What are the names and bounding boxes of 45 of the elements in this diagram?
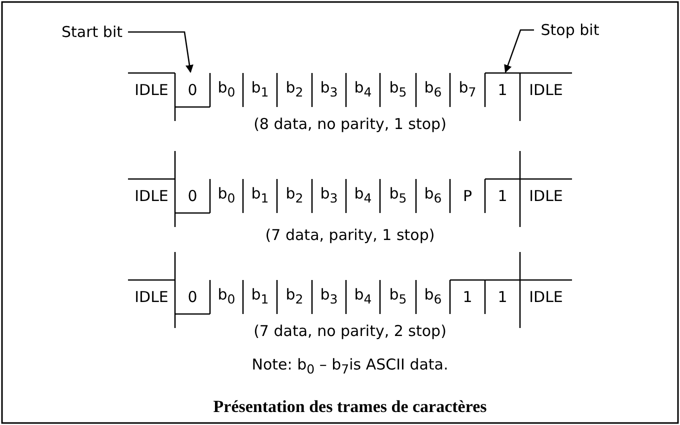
figure-caption: Présentation des trames de caractères [213, 398, 487, 416]
callout-text: Stop bit [540, 21, 600, 39]
idle-state-label: IDLE [134, 187, 168, 205]
idle-state-label: IDLE [529, 288, 563, 306]
bit-label: b$_{5}$ [389, 286, 407, 308]
bit-label: b$_{4}$ [354, 286, 372, 308]
idle-state-label: IDLE [529, 81, 563, 99]
leader-line [128, 31, 194, 73]
stop-bit-value: 1 [498, 81, 508, 99]
bit-label: b$_{6}$ [424, 184, 442, 208]
bit-label: b$_{7}$ [458, 78, 476, 102]
frame-format-caption: (7 data, no parity, 2 stop) [254, 322, 446, 340]
bit-label: 0 [188, 187, 198, 205]
bit-label: b$_{0}$ [218, 78, 236, 102]
bit-label: b$_{4}$ [354, 78, 372, 102]
bit-label: b$_{4}$ [354, 184, 372, 208]
note-text: Note: b$_{0}$ – b$_{7}$is ASCII data. [252, 356, 448, 378]
bit-label: b$_{2}$ [286, 184, 304, 208]
bit-label: b$_{0}$ [218, 286, 236, 308]
bit-label: b$_{2}$ [286, 78, 304, 102]
frame-format-caption: (8 data, no parity, 1 stop) [254, 115, 446, 133]
bit-label: b$_{1}$ [251, 184, 269, 208]
bit-label: 1 [498, 187, 508, 205]
bit-label: b$_{1}$ [251, 286, 269, 308]
bit-label: b$_{2}$ [286, 286, 304, 308]
leader-line [504, 29, 534, 73]
bit-label: b$_{3}$ [320, 286, 338, 308]
bit-label: b$_{5}$ [389, 78, 407, 102]
idle-state-label: IDLE [134, 288, 168, 306]
bit-label: 1 [462, 288, 472, 306]
idle-state-label: IDLE [529, 187, 563, 205]
bit-label: b$_{5}$ [389, 184, 407, 208]
start-bit-value: 0 [188, 81, 198, 99]
bit-label: b$_{6}$ [424, 286, 442, 308]
bit-label: P [462, 187, 472, 205]
bit-label: 1 [498, 288, 508, 306]
frame-format-caption: (7 data, parity, 1 stop) [265, 226, 435, 244]
bit-label: b$_{1}$ [251, 78, 269, 102]
bit-label: b$_{6}$ [424, 78, 442, 102]
bit-label: b$_{0}$ [218, 184, 236, 208]
bit-label: b$_{3}$ [320, 78, 338, 102]
bit-label: b$_{3}$ [320, 184, 338, 208]
idle-state-label: IDLE [134, 81, 168, 99]
bit-label: 0 [188, 288, 198, 306]
callout-text: Start bit [62, 23, 122, 41]
